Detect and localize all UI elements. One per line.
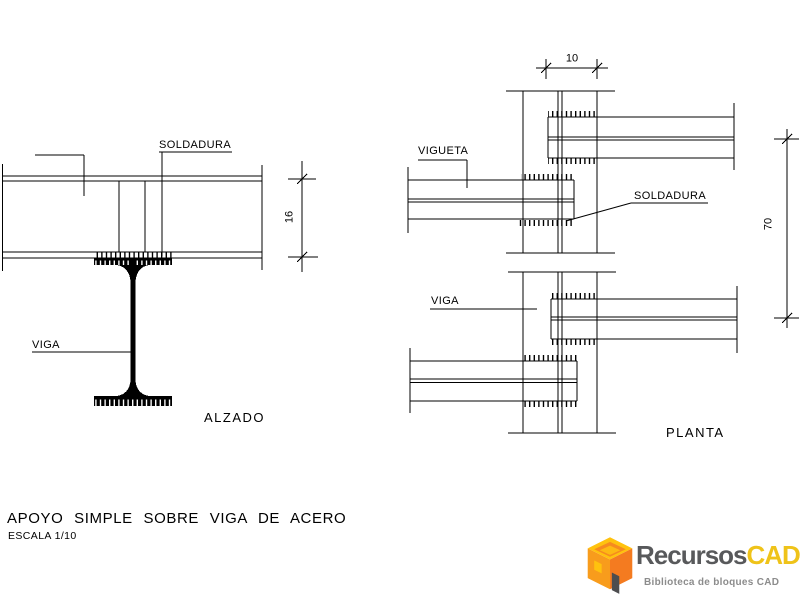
alzado-view-linework [2,151,318,406]
drawing-title: APOYO SIMPLE SOBRE VIGA DE ACERO [7,510,347,527]
recursoscad-logo: RecursosCAD Biblioteca de bloques CAD [584,536,800,598]
label-viga-alzado: VIGA [32,339,60,351]
logo-tagline: Biblioteca de bloques CAD [644,577,780,588]
dimension-10-linework [536,59,608,79]
logo-brand-cad: CAD [746,540,800,570]
logo-brand-recursos: Recursos [636,540,747,570]
dimension-16-linework [288,161,318,272]
view-title-planta: PLANTA [666,425,725,440]
planta-view-linework [407,59,799,434]
recursoscad-logo-icon [587,537,633,594]
label-viga-planta: VIGA [431,295,459,307]
dimension-text-70: 70 [762,217,775,231]
recursoscad-logo-text: RecursosCAD [636,542,800,568]
label-soldadura-alzado: SOLDADURA [159,139,232,151]
view-title-alzado: ALZADO [204,410,266,425]
drawing-scale-note: ESCALA 1/10 [8,530,77,542]
steel-beam-section [94,258,172,406]
dimension-text-16: 16 [283,210,296,224]
label-vigueta-planta: VIGUETA [418,145,469,157]
dimension-text-10: 10 [565,52,579,65]
label-soldadura-planta: SOLDADURA [634,190,707,202]
dimension-70-linework [774,129,799,328]
